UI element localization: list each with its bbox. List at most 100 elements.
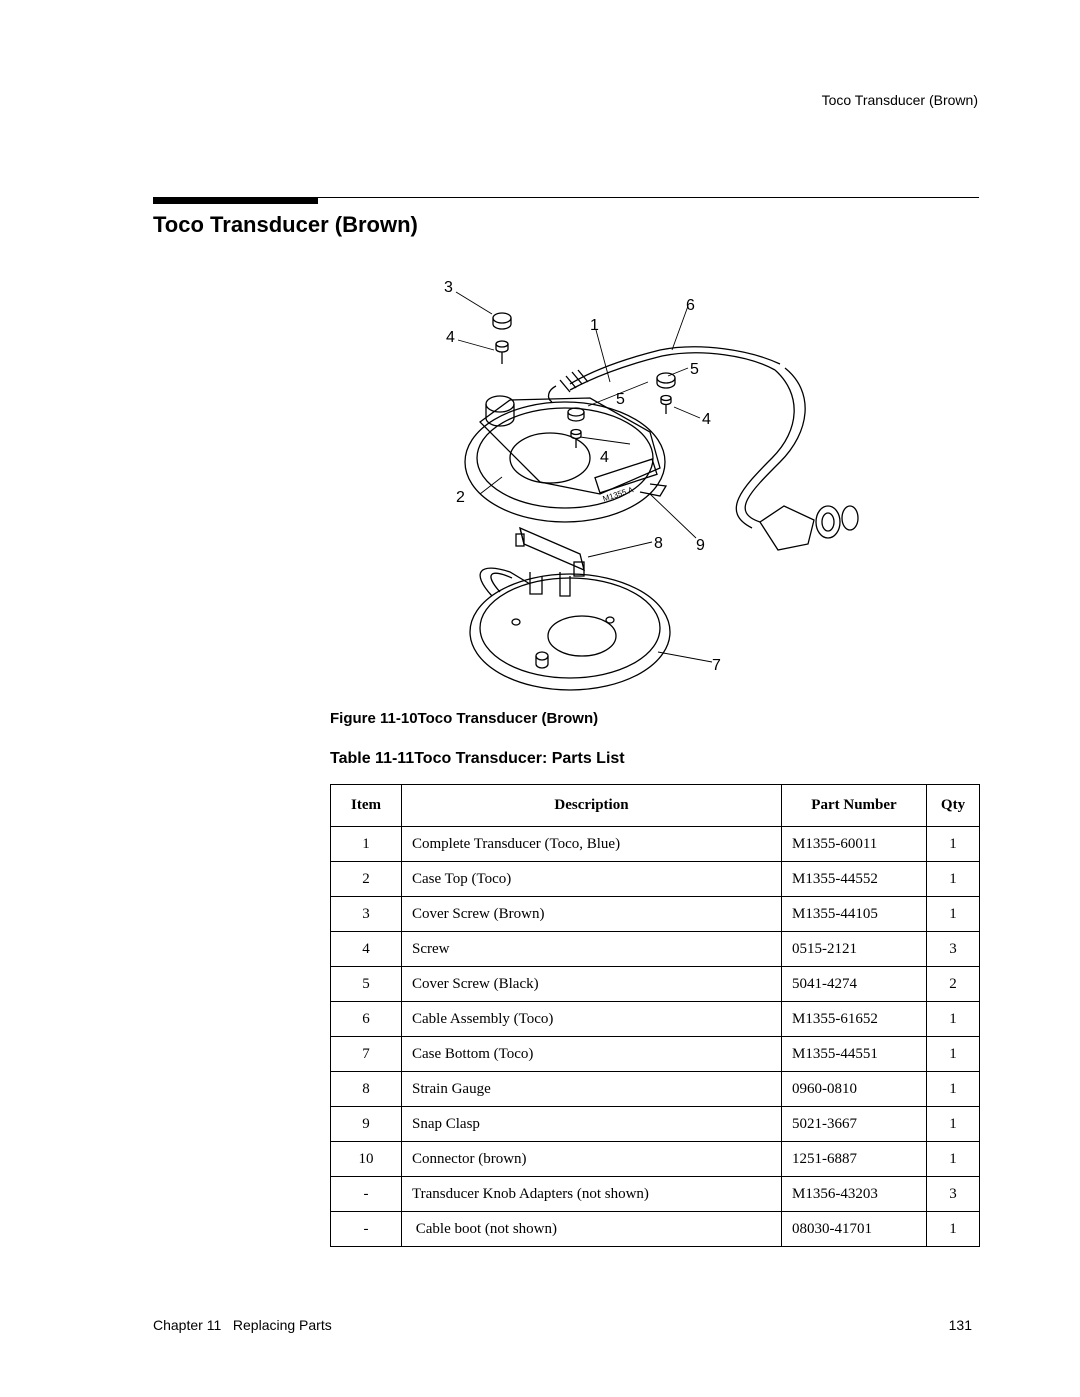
footer-chapter: Chapter 11 Replacing Parts: [153, 1317, 332, 1333]
qty-cell: 3: [926, 1176, 980, 1212]
qty-cell: 1: [926, 1211, 980, 1247]
part-number-cell: M1355-44552: [781, 861, 927, 897]
callout-label: 9: [696, 537, 705, 554]
item-cell: 1: [330, 826, 402, 862]
part-number-cell: 0960-0810: [781, 1071, 927, 1107]
screw-4-left-part: [495, 340, 509, 364]
item-cell: -: [330, 1211, 402, 1247]
qty-cell: 1: [926, 826, 980, 862]
description-cell: Cover Screw (Black): [401, 966, 782, 1002]
table-row: 2 Case Top (Toco) M1355-44552 1: [330, 861, 980, 897]
item-cell: 8: [330, 1071, 402, 1107]
column-header-description: Description: [401, 784, 782, 827]
description-cell: Strain Gauge: [401, 1071, 782, 1107]
section-title: Toco Transducer (Brown): [153, 212, 418, 237]
item-cell: 7: [330, 1036, 402, 1072]
callout-label: 5: [616, 391, 625, 408]
description-cell: Cable Assembly (Toco): [401, 1001, 782, 1037]
footer-page-number: 131: [948, 1317, 972, 1333]
cover-screw-3-part: [492, 312, 512, 330]
description-cell: Case Top (Toco): [401, 861, 782, 897]
strain-relief-part: [547, 369, 589, 403]
part-number-cell: M1356-43203: [781, 1176, 927, 1212]
table-row: - Cable boot (not shown) 08030-41701 1: [330, 1211, 980, 1247]
qty-cell: 1: [926, 1001, 980, 1037]
part-number-cell: M1355-61652: [781, 1001, 927, 1037]
table-row: 10 Connector (brown) 1251-6887 1: [330, 1141, 980, 1177]
item-cell: 2: [330, 861, 402, 897]
callout-label: 4: [702, 411, 711, 428]
part-number-cell: M1355-44551: [781, 1036, 927, 1072]
qty-cell: 1: [926, 1071, 980, 1107]
callout-label: 4: [446, 329, 455, 346]
qty-cell: 1: [926, 1141, 980, 1177]
part-number-cell: 0515-2121: [781, 931, 927, 967]
screw-4-right-part: [660, 394, 672, 414]
part-number-cell: 1251-6887: [781, 1141, 927, 1177]
description-cell: Complete Transducer (Toco, Blue): [401, 826, 782, 862]
parts-list-table: Item Description Part Number Qty 1 Compl…: [330, 784, 980, 1247]
table-row: 5 Cover Screw (Black) 5041-4274 2: [330, 966, 980, 1002]
case-top-part: [464, 395, 668, 523]
item-cell: 6: [330, 1001, 402, 1037]
table-row: 7 Case Bottom (Toco) M1355-44551 1: [330, 1036, 980, 1072]
item-cell: -: [330, 1176, 402, 1212]
screw-4-center-part: [570, 428, 582, 448]
item-cell: 9: [330, 1106, 402, 1142]
item-cell: 5: [330, 966, 402, 1002]
part-number-cell: M1355-60011: [781, 826, 927, 862]
table-caption: Table 11-11Toco Transducer: Parts List: [330, 750, 625, 767]
description-cell: Transducer Knob Adapters (not shown): [401, 1176, 782, 1212]
callout-label: 7: [712, 657, 721, 674]
part-number-cell: 08030-41701: [781, 1211, 927, 1247]
strain-gauge-part: [515, 526, 585, 577]
table-row: 3 Cover Screw (Brown) M1355-44105 1: [330, 896, 980, 932]
qty-cell: 3: [926, 931, 980, 967]
callout-label: 2: [456, 489, 465, 506]
part-number-cell: 5021-3667: [781, 1106, 927, 1142]
description-cell: Case Bottom (Toco): [401, 1036, 782, 1072]
qty-cell: 2: [926, 966, 980, 1002]
section-rule-thin: [318, 197, 979, 198]
column-header-part-number: Part Number: [781, 784, 927, 827]
table-row: 1 Complete Transducer (Toco, Blue) M1355…: [330, 826, 980, 862]
qty-cell: 1: [926, 1036, 980, 1072]
callout-label: 4: [600, 449, 609, 466]
description-cell: Snap Clasp: [401, 1106, 782, 1142]
running-header: Toco Transducer (Brown): [821, 92, 978, 108]
callout-label: 5: [690, 361, 699, 378]
case-bottom-part: [469, 567, 671, 691]
description-cell: Cable boot (not shown): [401, 1211, 782, 1247]
column-header-qty: Qty: [926, 784, 980, 827]
table-row: - Transducer Knob Adapters (not shown) M…: [330, 1176, 980, 1212]
section-rule-thick: [153, 197, 318, 204]
callout-label: 3: [444, 279, 453, 296]
model-stamp: M1355 A: [602, 485, 635, 504]
callout-label: 6: [686, 297, 695, 314]
description-cell: Screw: [401, 931, 782, 967]
cover-screw-5-right-part: [656, 372, 676, 389]
part-number-cell: M1355-44105: [781, 896, 927, 932]
column-header-item: Item: [330, 784, 402, 827]
cable-assembly-part: [569, 346, 859, 551]
qty-cell: 1: [926, 896, 980, 932]
item-cell: 3: [330, 896, 402, 932]
description-cell: Cover Screw (Brown): [401, 896, 782, 932]
callout-label: 8: [654, 535, 663, 552]
part-number-cell: 5041-4274: [781, 966, 927, 1002]
table-header-row: Item Description Part Number Qty: [330, 784, 980, 827]
leader-lines: [455, 291, 713, 663]
description-cell: Connector (brown): [401, 1141, 782, 1177]
exploded-view-illustration: M1355 A: [444, 279, 859, 691]
table-row: 6 Cable Assembly (Toco) M1355-61652 1: [330, 1001, 980, 1037]
figure-caption: Figure 11-10Toco Transducer (Brown): [330, 710, 599, 727]
callout-label: 1: [590, 317, 599, 334]
table-row: 9 Snap Clasp 5021-3667 1: [330, 1106, 980, 1142]
table-row: 4 Screw 0515-2121 3: [330, 931, 980, 967]
item-cell: 10: [330, 1141, 402, 1177]
table-row: 8 Strain Gauge 0960-0810 1: [330, 1071, 980, 1107]
qty-cell: 1: [926, 1106, 980, 1142]
item-cell: 4: [330, 931, 402, 967]
cover-screw-5-center-part: [567, 407, 585, 422]
qty-cell: 1: [926, 861, 980, 897]
